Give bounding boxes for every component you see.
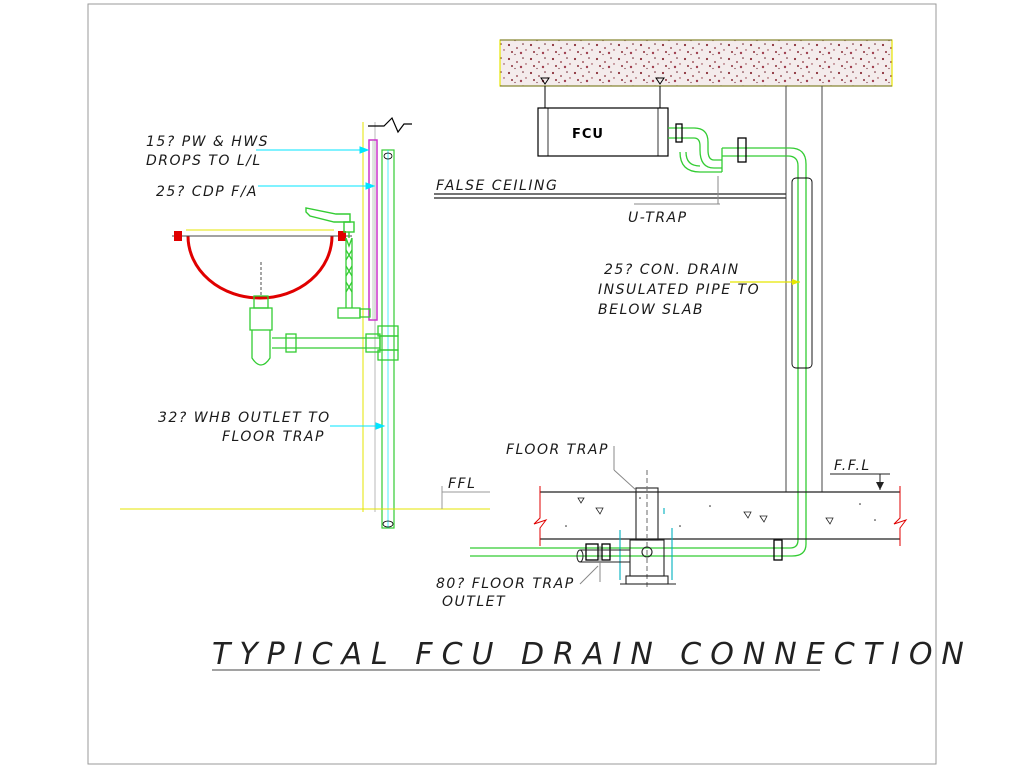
ceiling-slab [499,39,893,87]
label-pw-hws-line2: DROPS TO L/L [146,153,262,169]
label-whb-line1: 32? WHB OUTLET TO [158,410,331,426]
label-ffl-left: FFL [448,476,476,492]
label-false-ceiling: FALSE CEILING [436,178,558,194]
fcu-unit [537,107,669,157]
floor-slab [533,486,908,546]
floor-trap [619,470,676,590]
label-floor-trap-outlet-line2: OUTLET [442,594,506,610]
label-floor-trap-outlet-line1: 80? FLOOR TRAP [436,576,575,592]
bottle-trap [249,262,399,366]
condensate-drain-pipe [470,123,807,561]
label-u-trap: U-TRAP [628,210,688,226]
label-cdp: 25? CDP F/A [156,184,258,200]
basin-faucet [305,207,355,238]
drawing-frame [87,3,937,765]
fcu-hangers [540,77,665,108]
angle-valve [337,237,371,319]
label-ffl-right: F.F.L [834,458,871,474]
label-con-drain-line2: INSULATED PIPE TO [598,282,760,298]
drawing-title: TYPICAL FCU DRAIN CONNECTION [212,637,973,672]
label-con-drain-line1: 25? CON. DRAIN [604,262,740,278]
label-whb-line2: FLOOR TRAP [222,429,325,445]
left-leaders [256,146,386,430]
fcu-detail: FCU [434,39,908,610]
fcu-label: FCU [572,127,604,142]
label-floor-trap: FLOOR TRAP [506,442,609,458]
label-con-drain-line3: BELOW SLAB [598,302,704,318]
label-pw-hws-line1: 15? PW & HWS [146,134,269,150]
floor-trap-outlet-pipe [576,546,630,585]
basin-detail: 15? PW & HWS DROPS TO L/L 25? CDP F/A 32… [120,116,490,529]
wash-basin [186,235,334,300]
pipe-insulation [791,177,813,369]
break-line [368,116,412,134]
